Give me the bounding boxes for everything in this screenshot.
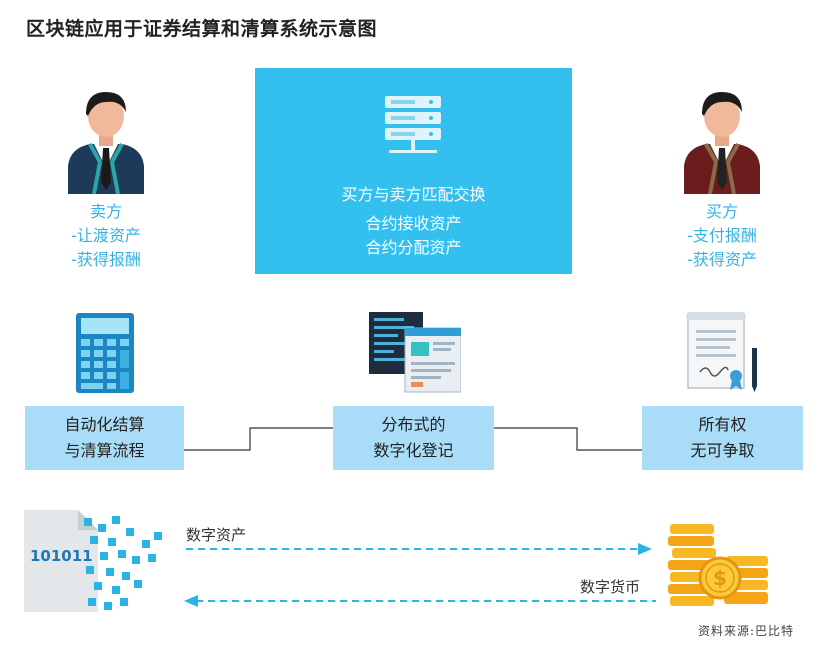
- matching-contract-panel: 买方与卖方匹配交换 合约接收资产 合约分配资产: [255, 68, 572, 274]
- auto-settlement-line-2: 与清算流程: [64, 441, 145, 460]
- ownership-box: 所有权 无可争取: [642, 406, 803, 470]
- buyer-info: 买方 -支付报酬 -获得资产: [652, 200, 792, 272]
- connector-left: [184, 427, 333, 451]
- distributed-ledger-line-1: 分布式的: [381, 415, 446, 434]
- digital-ledger-icon: [369, 312, 461, 393]
- gold-coins-icon: $: [668, 524, 768, 606]
- asset-arrow-head: [638, 543, 652, 555]
- document-code: 101011: [30, 547, 93, 565]
- auto-settlement-box: 自动化结算 与清算流程: [25, 406, 184, 470]
- center-line-2: 合约接收资产: [365, 214, 462, 233]
- digital-asset-label: 数字资产: [186, 526, 247, 544]
- seller-name: 卖方: [89, 202, 122, 221]
- distributed-ledger-box: 分布式的 数字化登记: [333, 406, 494, 470]
- digital-document-icon: [24, 510, 162, 612]
- buyer-name: 买方: [705, 202, 738, 221]
- ownership-line-1: 所有权: [698, 415, 747, 434]
- certificate-icon: [686, 312, 757, 392]
- seller-action-1: -让渡资产: [71, 226, 141, 245]
- source-note: 资料来源:巴比特: [698, 624, 795, 638]
- distributed-ledger-line-2: 数字化登记: [373, 441, 454, 460]
- diagram-title: 区块链应用于证券结算和清算系统示意图: [26, 18, 378, 40]
- ownership-line-2: 无可争取: [690, 441, 755, 460]
- seller-avatar-icon: [68, 92, 144, 194]
- server-icon: [385, 96, 441, 153]
- buyer-avatar-icon: [684, 92, 760, 194]
- digital-currency-label: 数字货币: [580, 578, 641, 596]
- center-line-1: 买方与卖方匹配交换: [341, 185, 486, 204]
- connector-right: [494, 427, 642, 451]
- svg-text:$: $: [713, 566, 727, 590]
- calculator-icon: [76, 313, 134, 393]
- buyer-action-1: -支付报酬: [687, 226, 757, 245]
- center-line-3: 合约分配资产: [365, 238, 462, 257]
- seller-action-2: -获得报酬: [71, 250, 141, 269]
- auto-settlement-line-1: 自动化结算: [64, 415, 145, 434]
- seller-info: 卖方 -让渡资产 -获得报酬: [36, 200, 176, 272]
- currency-arrow-head: [184, 595, 198, 607]
- buyer-action-2: -获得资产: [687, 250, 757, 269]
